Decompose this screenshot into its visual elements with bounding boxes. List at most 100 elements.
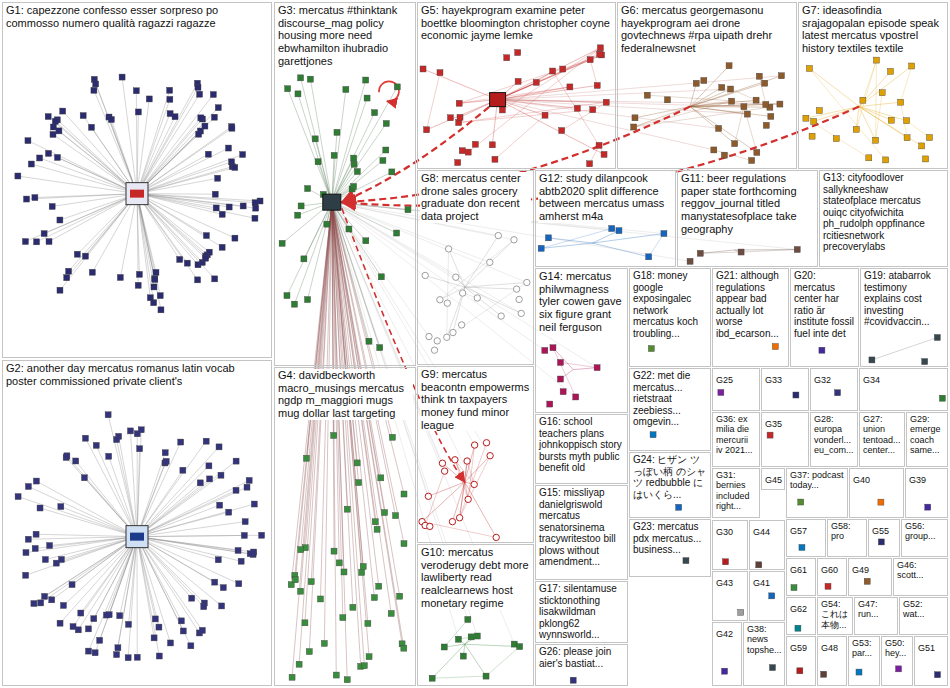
vertex bbox=[457, 114, 463, 120]
tie-line bbox=[814, 107, 859, 122]
vertex bbox=[487, 259, 493, 265]
tie-line bbox=[690, 66, 729, 107]
vertex bbox=[445, 246, 451, 252]
vertex bbox=[909, 63, 915, 69]
vertex bbox=[860, 97, 866, 103]
group-label: G2: another day mercatus romanus latin v… bbox=[5, 362, 269, 387]
tie-line bbox=[452, 482, 464, 522]
vertex bbox=[252, 215, 258, 221]
vertex bbox=[321, 640, 327, 646]
tie-line bbox=[53, 127, 137, 194]
vertex bbox=[52, 118, 58, 124]
vertex bbox=[152, 616, 158, 622]
vertex bbox=[474, 295, 480, 301]
vertex bbox=[178, 618, 184, 624]
tie-line bbox=[465, 287, 501, 316]
vertex bbox=[763, 101, 769, 107]
vertex bbox=[137, 446, 143, 452]
tie-line bbox=[553, 71, 599, 145]
vertex bbox=[251, 501, 257, 507]
tie-line bbox=[137, 194, 215, 279]
vertex bbox=[361, 663, 367, 669]
tie-line bbox=[744, 107, 757, 153]
group-label: G32 bbox=[813, 375, 832, 385]
tie-line bbox=[45, 537, 137, 560]
group-box: G57 bbox=[786, 519, 826, 557]
vertex bbox=[189, 595, 195, 601]
tie-line bbox=[700, 252, 741, 253]
group-label: G26: please join aier's bastiat... bbox=[538, 646, 625, 669]
vertex bbox=[465, 616, 471, 622]
tie-line bbox=[130, 431, 137, 537]
tie-line bbox=[553, 348, 576, 397]
vertex bbox=[289, 674, 295, 680]
vertex bbox=[524, 279, 530, 285]
vertex bbox=[37, 155, 43, 161]
tie-line bbox=[332, 202, 396, 515]
vertex bbox=[434, 338, 440, 344]
vertex bbox=[246, 477, 252, 483]
vertex bbox=[360, 563, 366, 569]
group-box: G16: school teachers plans johnkoppisch … bbox=[535, 414, 628, 484]
tie-line bbox=[137, 117, 214, 193]
vertex bbox=[594, 365, 600, 371]
group-label: G23: mercatus pdx mercatus... business..… bbox=[632, 521, 708, 556]
group-label: G53: par... bbox=[851, 638, 877, 659]
hub-icon bbox=[126, 526, 148, 548]
vertex bbox=[516, 296, 522, 302]
vertex bbox=[207, 476, 213, 482]
group-label: G36: ex milia die mercurii iv 2021... bbox=[715, 414, 757, 455]
vertex bbox=[117, 613, 123, 619]
tie-line bbox=[137, 537, 138, 658]
vertex bbox=[23, 572, 29, 578]
vertex bbox=[772, 344, 778, 350]
vertex bbox=[560, 66, 566, 72]
vertex bbox=[119, 74, 125, 80]
vertex bbox=[232, 164, 238, 170]
group-box: G41 bbox=[749, 571, 785, 621]
group-label: G42 bbox=[715, 629, 734, 639]
vertex bbox=[162, 450, 168, 456]
vertex bbox=[295, 91, 301, 97]
tie-line bbox=[137, 194, 198, 280]
vertex bbox=[770, 665, 776, 671]
vertex bbox=[60, 108, 66, 114]
tie-line bbox=[50, 537, 137, 546]
vertex bbox=[935, 672, 941, 678]
tie-line bbox=[137, 537, 250, 554]
vertex bbox=[767, 432, 773, 438]
vertex bbox=[45, 114, 51, 120]
vertex bbox=[85, 648, 91, 654]
vertex bbox=[426, 333, 432, 339]
group-box: G24: ヒザン ツっぽい柄 のシャツ redbubble にはいくら... bbox=[629, 452, 711, 518]
vertex bbox=[366, 654, 372, 660]
tie-line bbox=[863, 60, 877, 100]
vertex bbox=[33, 531, 39, 537]
tie-line bbox=[137, 128, 232, 193]
tie-line bbox=[423, 69, 498, 100]
tie-line bbox=[137, 480, 249, 536]
tie-line bbox=[41, 537, 137, 603]
vertex bbox=[487, 453, 493, 459]
vertex bbox=[587, 57, 593, 63]
vertex bbox=[896, 666, 902, 672]
group-box: G37: podcast today... bbox=[786, 468, 848, 518]
vertex bbox=[574, 105, 580, 111]
tie-line bbox=[498, 100, 780, 104]
tie-line bbox=[332, 87, 398, 202]
vertex bbox=[809, 133, 815, 139]
vertex bbox=[609, 226, 615, 232]
vertex bbox=[513, 286, 519, 292]
tie-line bbox=[875, 60, 877, 140]
vertex bbox=[716, 125, 722, 131]
vertex bbox=[719, 84, 725, 90]
vertex bbox=[340, 615, 346, 621]
vertex bbox=[305, 297, 311, 303]
vertex bbox=[646, 254, 652, 260]
vertex bbox=[853, 126, 859, 132]
tie-line bbox=[440, 240, 514, 300]
tie-line bbox=[498, 89, 731, 100]
tie-line bbox=[67, 194, 137, 278]
tie-line bbox=[468, 445, 474, 499]
vertex bbox=[93, 81, 99, 87]
